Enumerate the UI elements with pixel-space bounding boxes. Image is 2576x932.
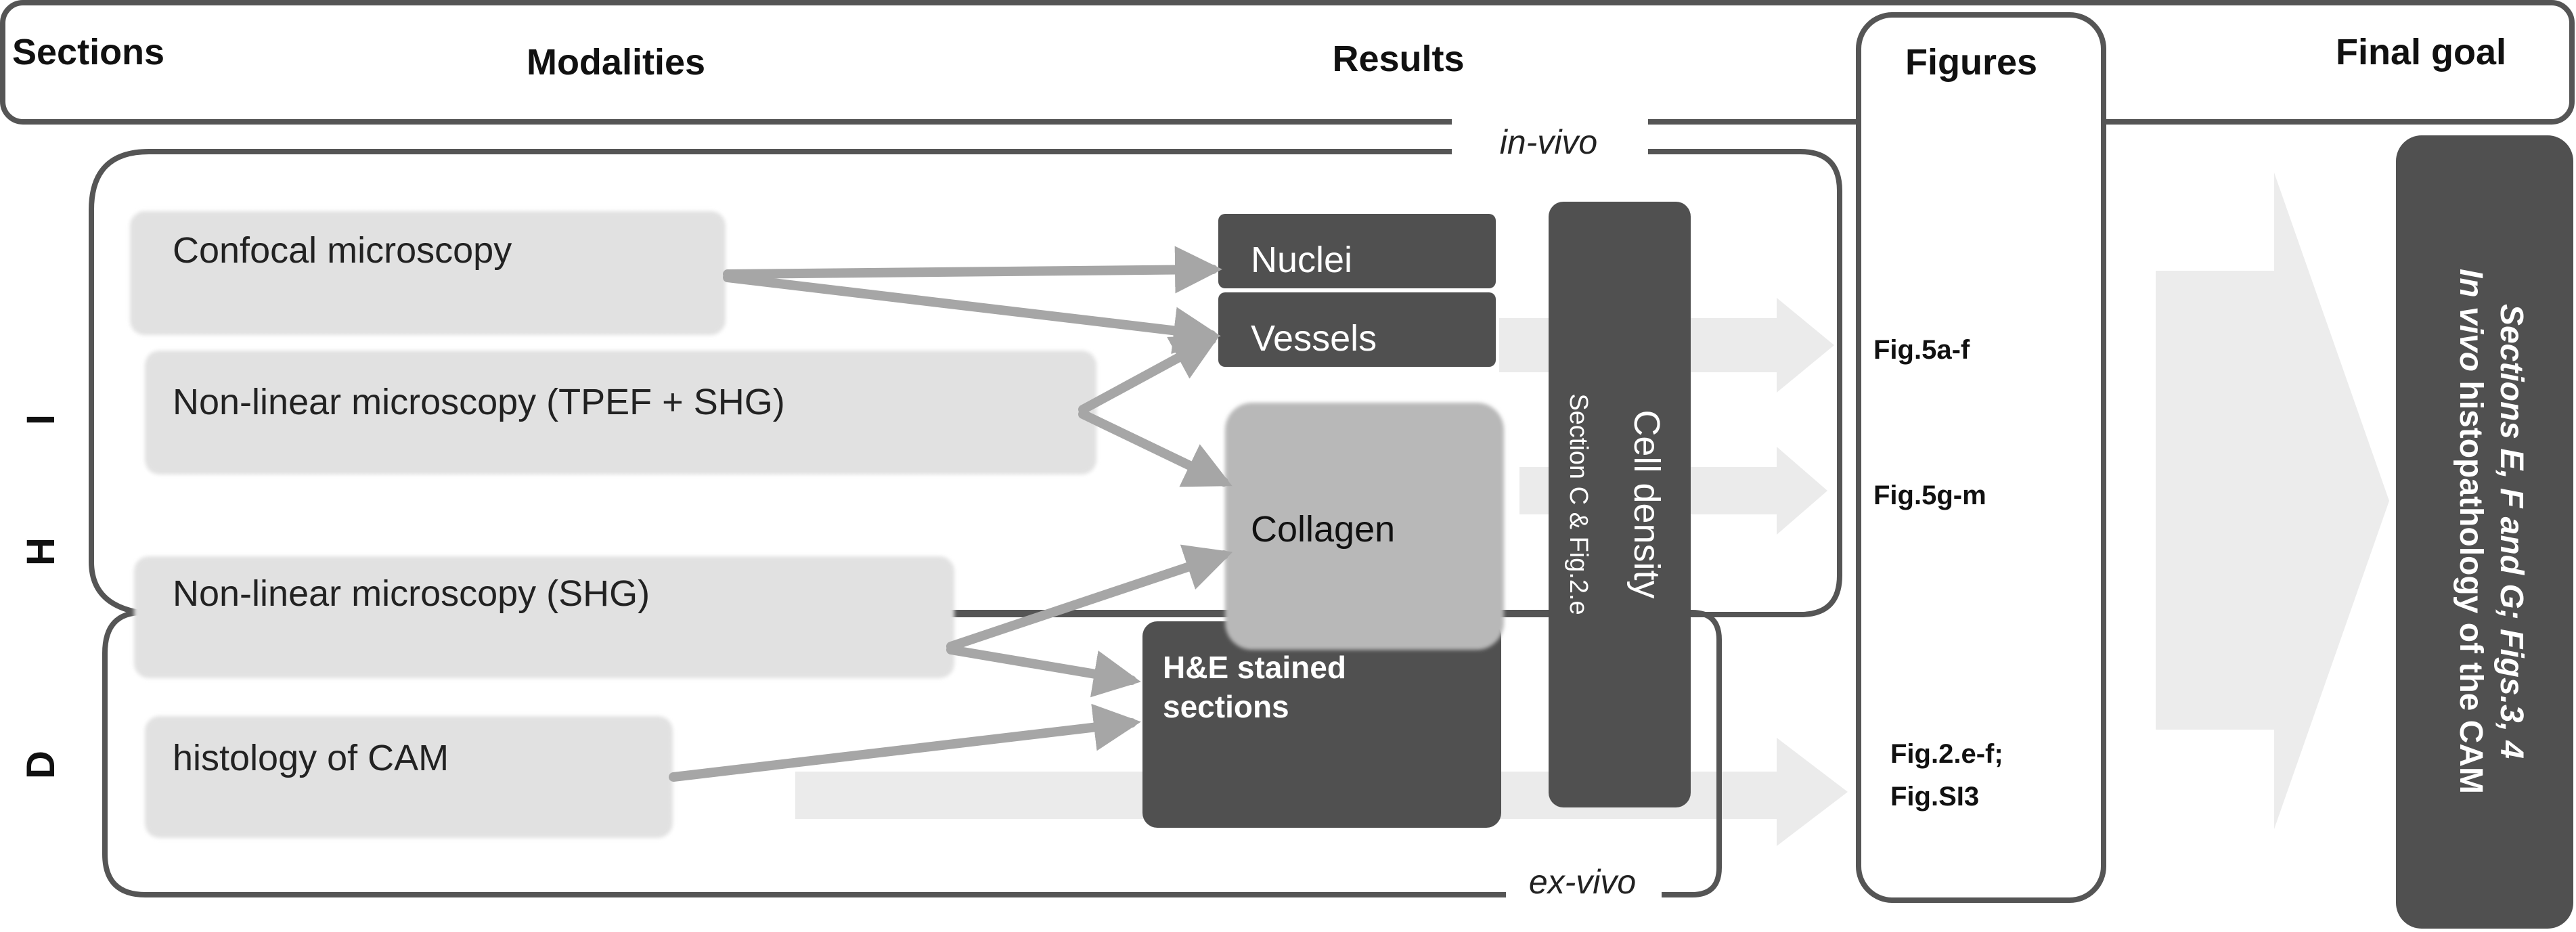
section-letter-i: I xyxy=(19,414,63,425)
svg-text:Cell density: Cell density xyxy=(1626,409,1667,598)
svg-text:I: I xyxy=(19,414,63,425)
section-letter-h: H xyxy=(19,537,63,566)
svg-text:D: D xyxy=(19,751,63,779)
arrow-confocal-to-nuclei xyxy=(723,246,1222,294)
figures-column-frame xyxy=(1856,12,2106,903)
final-goal-line2: In vivo histopathology of the CAM xyxy=(2453,269,2489,794)
result-collagen: Collagen xyxy=(1225,403,1504,650)
result-he-stained-sections: H&E stained sections xyxy=(1142,621,1501,828)
header-results: Results xyxy=(1332,39,1464,79)
svg-text:Non-linear microscopy (TPEF +: Non-linear microscopy (TPEF + SHG) xyxy=(173,382,785,422)
modality-histology: histology of CAM xyxy=(145,716,673,838)
svg-text:Collagen: Collagen xyxy=(1251,509,1395,550)
final-goal-line1: Sections E, F and G; Figs.3, 4 xyxy=(2493,304,2529,759)
arrow-histology-to-he xyxy=(669,703,1141,782)
ex-vivo-label: ex-vivo xyxy=(1529,863,1636,901)
modality-nonlinear-tpef-shg: Non-linear microscopy (TPEF + SHG) xyxy=(145,351,1096,474)
svg-text:Non-linear microscopy (SHG): Non-linear microscopy (SHG) xyxy=(173,573,650,614)
svg-text:Nuclei: Nuclei xyxy=(1251,240,1352,280)
header-figures: Figures xyxy=(1905,42,2037,83)
svg-text:Vessels: Vessels xyxy=(1251,318,1377,359)
result-cell-density: Cell density Section C & Fig.2.e xyxy=(1549,202,1691,807)
figure-ref-5af: Fig.5a-f xyxy=(1873,335,1970,365)
arrow-confocal-to-vessels xyxy=(723,273,1221,355)
result-nuclei: Nuclei xyxy=(1218,214,1496,288)
header-sections: Sections xyxy=(12,32,164,72)
in-vivo-label-mask xyxy=(1452,114,1648,168)
header-final-goal: Final goal xyxy=(2336,32,2506,72)
in-vivo-label: in-vivo xyxy=(1500,123,1597,161)
svg-text:Section C & Fig.2.e: Section C & Fig.2.e xyxy=(1564,393,1593,615)
figure-ref-2ef: Fig.2.e-f; xyxy=(1890,739,2003,769)
arrow-shg-to-he xyxy=(946,645,1141,698)
modality-confocal: Confocal microscopy xyxy=(130,211,726,335)
header-modalities: Modalities xyxy=(527,42,705,83)
result-vessels: Vessels xyxy=(1218,292,1496,367)
figure-ref-si3: Fig.SI3 xyxy=(1890,782,1979,812)
final-goal-box: Sections E, F and G; Figs.3, 4 In vivo h… xyxy=(2396,135,2573,929)
section-letter-d: D xyxy=(19,751,63,779)
big-arrow-final xyxy=(2156,173,2389,829)
header-frame xyxy=(0,0,2575,125)
connector-arrows xyxy=(669,246,1233,782)
figure-ref-5gm: Fig.5g-m xyxy=(1873,481,1986,510)
svg-text:H&E stained: H&E stained xyxy=(1163,650,1346,685)
arrow-shg-to-collagen xyxy=(946,544,1233,651)
svg-text:H: H xyxy=(19,537,63,566)
ex-vivo-label-mask xyxy=(1506,860,1662,907)
modality-nonlinear-shg: Non-linear microscopy (SHG) xyxy=(134,556,954,678)
arrow-tpef-to-collagen xyxy=(1078,409,1233,487)
arrow-tpef-to-vessels xyxy=(1078,335,1220,414)
svg-text:sections: sections xyxy=(1163,689,1289,724)
svg-text:Confocal microscopy: Confocal microscopy xyxy=(173,230,512,271)
svg-text:histology of CAM: histology of CAM xyxy=(173,738,449,778)
ex-vivo-frame xyxy=(102,610,1722,897)
